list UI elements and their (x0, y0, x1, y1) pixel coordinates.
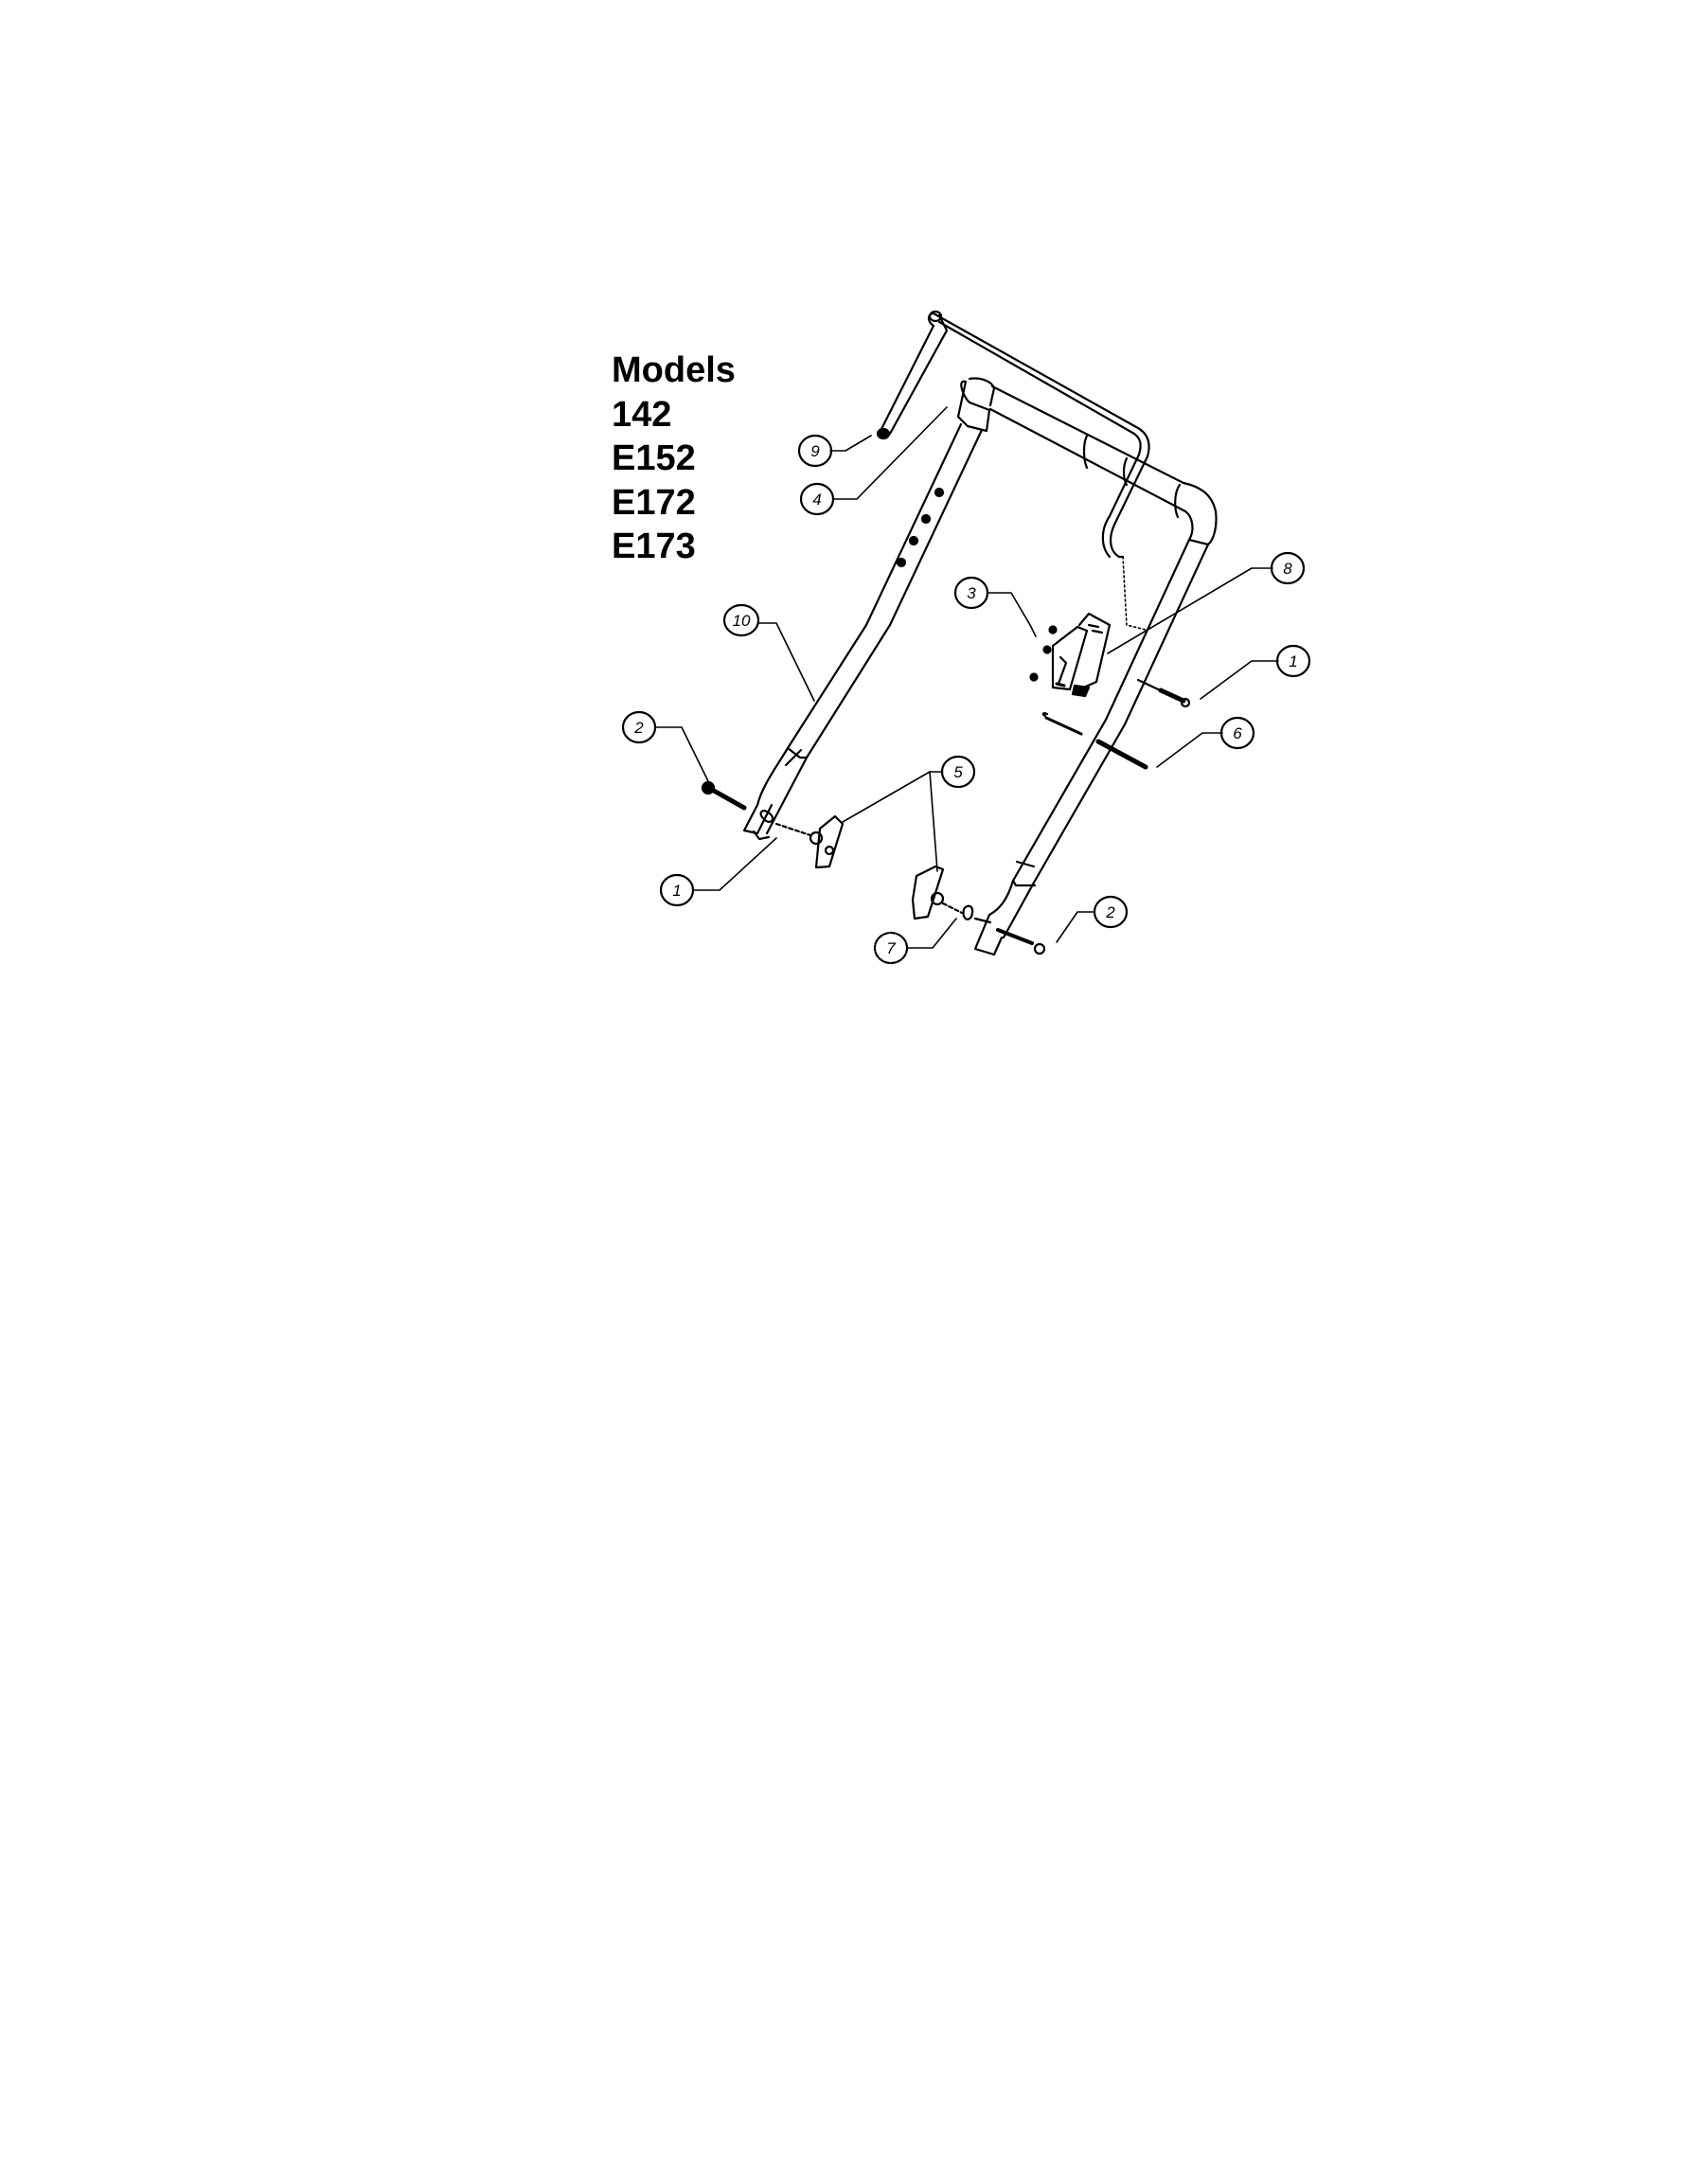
lower-left-hardware (701, 780, 845, 869)
callout-1-left: 1 (659, 873, 695, 907)
svg-text:10: 10 (733, 612, 751, 630)
model-number: E152 (612, 438, 696, 478)
models-list: Models 142 E152 E172 E173 (612, 348, 736, 569)
upper-handle (864, 377, 1218, 726)
models-heading: Models (612, 350, 736, 390)
svg-text:1: 1 (1289, 652, 1297, 670)
svg-text:6: 6 (1233, 724, 1242, 742)
control-bail (876, 310, 1150, 559)
svg-text:8: 8 (1283, 560, 1292, 578)
lower-left-handle (742, 623, 892, 841)
lower-right-hardware (911, 865, 1046, 955)
right-handle-tube (973, 625, 1127, 956)
callout-4: 4 (799, 482, 835, 516)
svg-text:2: 2 (633, 719, 644, 737)
callout-balloons: 9 4 3 8 1 6 10 2 (621, 434, 1311, 965)
svg-text:7: 7 (886, 939, 896, 957)
leader-lines (654, 406, 1279, 949)
model-number: 142 (612, 394, 672, 435)
svg-text:1: 1 (672, 882, 681, 900)
model-number: E173 (612, 527, 696, 566)
callout-6: 6 (1219, 716, 1255, 750)
bolts-right (1041, 678, 1191, 770)
callout-1-right: 1 (1275, 644, 1311, 678)
svg-text:4: 4 (812, 491, 821, 509)
callout-8: 8 (1270, 551, 1306, 585)
model-number: E172 (612, 482, 696, 523)
callout-3: 3 (953, 576, 989, 610)
svg-text:5: 5 (953, 763, 963, 781)
svg-text:3: 3 (967, 584, 976, 602)
callout-2-right: 2 (1093, 895, 1129, 929)
callout-10: 10 (722, 603, 760, 637)
callout-9: 9 (797, 434, 833, 468)
svg-text:2: 2 (1105, 903, 1115, 921)
cable-clip (1051, 612, 1112, 698)
svg-text:9: 9 (810, 442, 820, 460)
callout-5: 5 (940, 755, 976, 789)
callout-2-left: 2 (621, 710, 657, 744)
callout-7: 7 (873, 931, 909, 965)
